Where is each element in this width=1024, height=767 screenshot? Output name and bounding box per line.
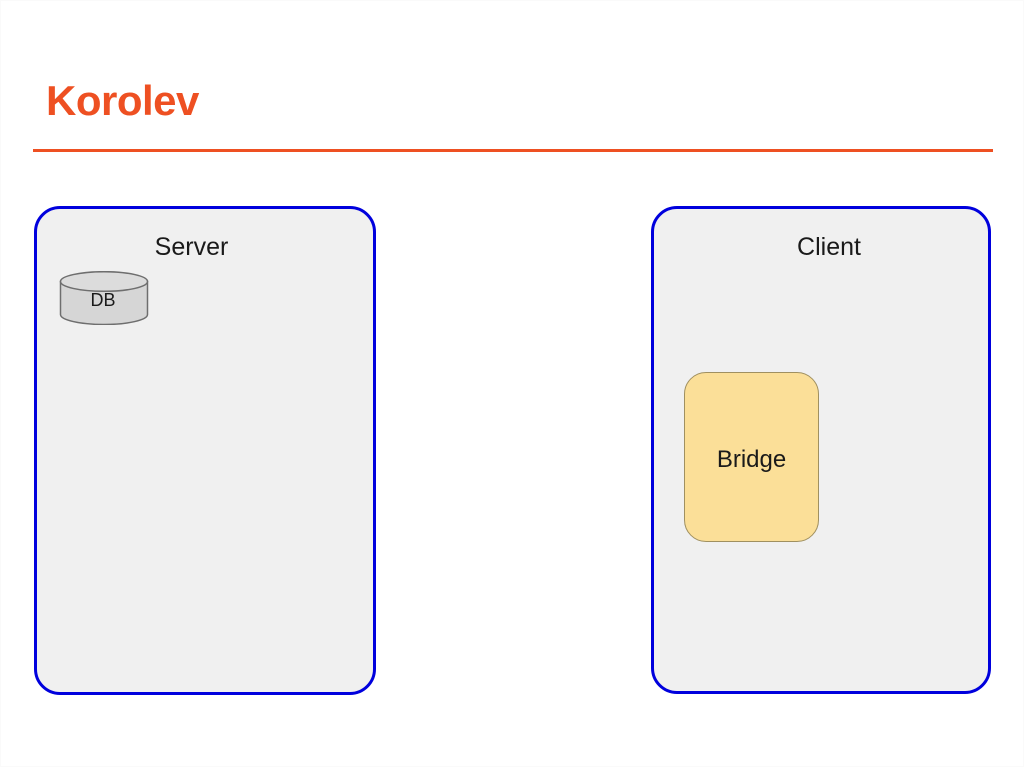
bridge-label: Bridge: [716, 446, 787, 473]
title-divider: [33, 149, 993, 152]
db-label: DB: [90, 290, 116, 310]
page-title: Korolev: [46, 77, 199, 124]
db-cylinder-icon: [59, 271, 149, 325]
client-zone: [651, 206, 991, 694]
db-cylinder: [59, 271, 149, 325]
bridge-block: [684, 372, 819, 542]
client-zone-label: Client: [797, 233, 861, 261]
server-zone-label: Server: [154, 233, 229, 261]
